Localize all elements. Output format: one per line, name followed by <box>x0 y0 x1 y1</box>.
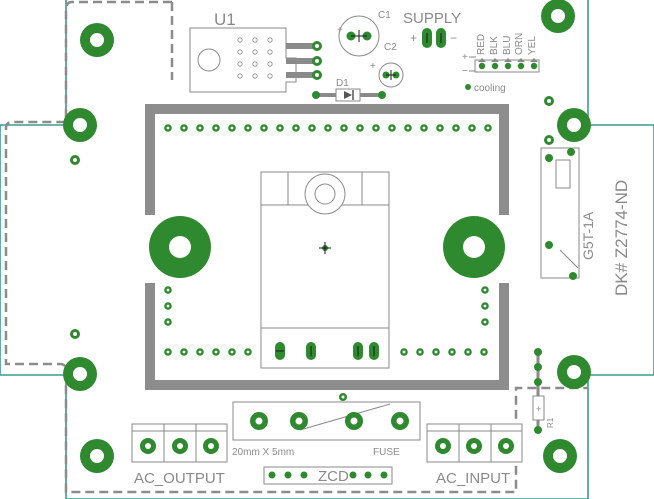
pad-hole <box>483 304 487 308</box>
mounting-holes <box>63 0 591 473</box>
heatsink-hole-left <box>149 216 211 278</box>
pad-hole <box>422 126 426 130</box>
pad-hole <box>182 126 186 130</box>
heatsink-frame <box>145 104 509 390</box>
pad-hole <box>342 126 346 130</box>
supply-label: SUPPLY <box>403 10 461 27</box>
cooling-label: cooling <box>474 83 506 94</box>
pad-hole <box>470 126 474 130</box>
pad-hole <box>246 350 250 354</box>
pad-hole <box>230 350 234 354</box>
pad-hole <box>278 126 282 130</box>
pad-hole <box>438 126 442 130</box>
mount-hole-l1 <box>63 108 97 142</box>
mount-hole-tr <box>541 0 575 33</box>
pad-hole <box>418 350 422 354</box>
mount-hole-l2 <box>63 357 97 391</box>
center-device <box>260 171 390 369</box>
pad-hole <box>214 350 218 354</box>
dk-label: DK# Z2774-ND <box>612 180 631 296</box>
vias <box>70 96 554 401</box>
c1-plus: + <box>337 25 343 36</box>
pad-hole <box>454 126 458 130</box>
keepout-outline <box>4 0 588 494</box>
fuse-size-label: 20mm X 5mm <box>232 447 294 458</box>
pad-hole <box>466 350 470 354</box>
pad-hole <box>198 126 202 130</box>
pad-hole <box>374 126 378 130</box>
pad-hole <box>310 126 314 130</box>
zcd-header: ZCD <box>263 466 393 485</box>
ac-input-terminal: AC_INPUT <box>426 423 523 487</box>
heatsink-hole-right <box>443 216 505 278</box>
wire-header: RED BLK BLU ORN YEL + − cooling <box>462 33 540 94</box>
pad-hole <box>326 126 330 130</box>
ac-output-label: AC_OUTPUT <box>134 470 225 487</box>
r1-plus: + <box>536 404 541 414</box>
c2-plus: + <box>370 61 376 72</box>
pad-hole <box>358 126 362 130</box>
u1-regulator: U1 <box>189 10 322 93</box>
pad-hole <box>390 126 394 130</box>
wire-yel: YEL <box>527 36 538 55</box>
pad-hole <box>166 320 170 324</box>
mount-hole-br <box>543 439 577 473</box>
c2-capacitor: C2 + <box>370 42 404 88</box>
pad-hole <box>246 126 250 130</box>
pad-hole <box>166 288 170 292</box>
pad-hole <box>434 350 438 354</box>
header-plus: + <box>462 52 468 63</box>
wire-orn: ORN <box>514 33 525 55</box>
pad-hole <box>262 126 266 130</box>
pad-hole <box>402 350 406 354</box>
c1-label: C1 <box>378 10 391 21</box>
u1-label: U1 <box>214 10 236 29</box>
mount-hole-bl <box>80 439 114 473</box>
header-minus: − <box>462 66 468 77</box>
pad-hole <box>214 126 218 130</box>
d1-label: D1 <box>336 78 349 89</box>
pad-hole <box>406 126 410 130</box>
supply-connector: SUPPLY + − <box>403 10 461 48</box>
c2-label: C2 <box>384 42 397 53</box>
ac-output-terminal: AC_OUTPUT <box>131 423 228 487</box>
mount-hole-r1 <box>557 108 591 142</box>
pad-hole <box>486 126 490 130</box>
pad-hole <box>182 350 186 354</box>
pad-hole <box>294 126 298 130</box>
supply-plus: + <box>410 31 417 45</box>
pad-hole <box>483 288 487 292</box>
fuse-label: FUSE <box>373 447 400 458</box>
mount-hole-tl <box>80 23 114 57</box>
pad-hole <box>198 350 202 354</box>
ac-input-label: AC_INPUT <box>436 470 510 487</box>
pad-hole <box>166 304 170 308</box>
relay-g5t: G5T-1A DK# Z2774-ND <box>540 147 631 296</box>
pad-hole <box>166 126 170 130</box>
pad-hole <box>483 320 487 324</box>
fuse-holder: 20mm X 5mm FUSE <box>232 401 421 458</box>
d1-diode: D1 <box>312 78 386 102</box>
pad-hole <box>450 350 454 354</box>
pad-hole <box>482 350 486 354</box>
r1-label: R1 <box>546 417 555 428</box>
wire-red: RED <box>476 34 487 55</box>
wire-blu: BLU <box>502 36 513 55</box>
zcd-label: ZCD <box>318 468 349 485</box>
wire-blk: BLK <box>489 36 500 55</box>
pad-hole <box>230 126 234 130</box>
c1-capacitor: C1 + <box>337 10 391 57</box>
r1-resistor: + R1 <box>532 348 555 434</box>
mount-hole-r2 <box>557 355 591 389</box>
relay-label: G5T-1A <box>580 211 596 260</box>
pad-hole <box>166 350 170 354</box>
supply-minus: − <box>450 31 457 45</box>
